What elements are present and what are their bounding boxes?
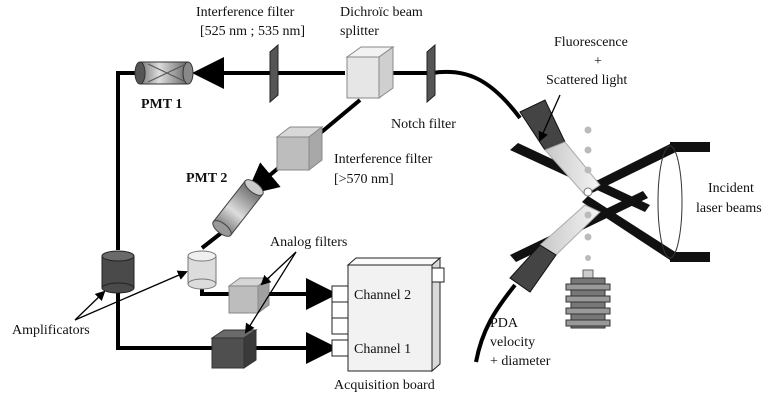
amplifier-1 (101, 250, 135, 294)
pda-label-line1: PDA (490, 316, 519, 331)
interference-filter-2-label-line1: Interference filter (334, 152, 433, 167)
fiber-cable (431, 69, 522, 120)
analog-filter-pointer-2 (260, 251, 297, 286)
analog-filters-label: Analog filters (270, 235, 347, 250)
channel1-label: Channel 1 (354, 342, 411, 357)
interference-filter-1-label-line1: Interference filter (196, 5, 295, 20)
pmt2-label: PMT 2 (186, 171, 227, 186)
board-port-1 (331, 339, 349, 357)
pda-cable (474, 283, 517, 363)
pda-label-line3: + diameter (490, 354, 551, 369)
acquisition-board-label: Acquisition board (334, 378, 435, 393)
acquisition-board (331, 256, 445, 373)
amplificator-pointer-2 (74, 270, 188, 321)
dichroic-label-line2: splitter (340, 24, 379, 39)
notch-filter (426, 43, 436, 104)
board-port-3 (331, 301, 349, 319)
notch-filter-label: Notch filter (391, 117, 456, 132)
droplets (583, 126, 593, 261)
amplifier-2 (187, 250, 217, 290)
pmt1-label: PMT 1 (141, 97, 182, 112)
board-port-2 (331, 285, 349, 303)
pda-label-line2: velocity (490, 335, 535, 350)
dichroic-label-line1: Dichroïc beam (340, 5, 423, 20)
amplificator-pointer-1 (74, 290, 106, 321)
pda-probe (474, 204, 601, 363)
channel2-label: Channel 2 (354, 288, 411, 303)
interference-filter-2-label-line2: [>570 nm] (334, 172, 394, 187)
fluorescence-label-line3: Scattered light (546, 73, 627, 88)
laser-lens (657, 145, 683, 259)
interference-filter-1 (269, 43, 279, 104)
analog-filter-pointer-1 (244, 251, 297, 334)
pmt1-signal-line (116, 71, 138, 250)
pmt2 (212, 179, 264, 237)
channel1-line (116, 290, 330, 350)
incident-label-line1: Incident (708, 181, 754, 196)
board-port-4 (331, 317, 349, 335)
fluorescence-label-line2: + (594, 54, 602, 69)
amplificators-label: Amplificators (12, 323, 90, 338)
incident-label-line2: laser beams (696, 201, 762, 216)
collection-probe (519, 99, 601, 196)
fluorescence-pointer (538, 94, 561, 142)
interference-filter-1-label-line2: [525 nm ; 535 nm] (200, 24, 305, 39)
analog-filter-1 (210, 329, 258, 369)
fluorescence-label-line1: Fluorescence (554, 35, 628, 50)
injector (565, 269, 611, 329)
pmt1 (134, 61, 194, 85)
interference-filter-2 (275, 125, 324, 172)
laser-beams (510, 142, 710, 262)
dichroic-beam-splitter (345, 46, 395, 99)
